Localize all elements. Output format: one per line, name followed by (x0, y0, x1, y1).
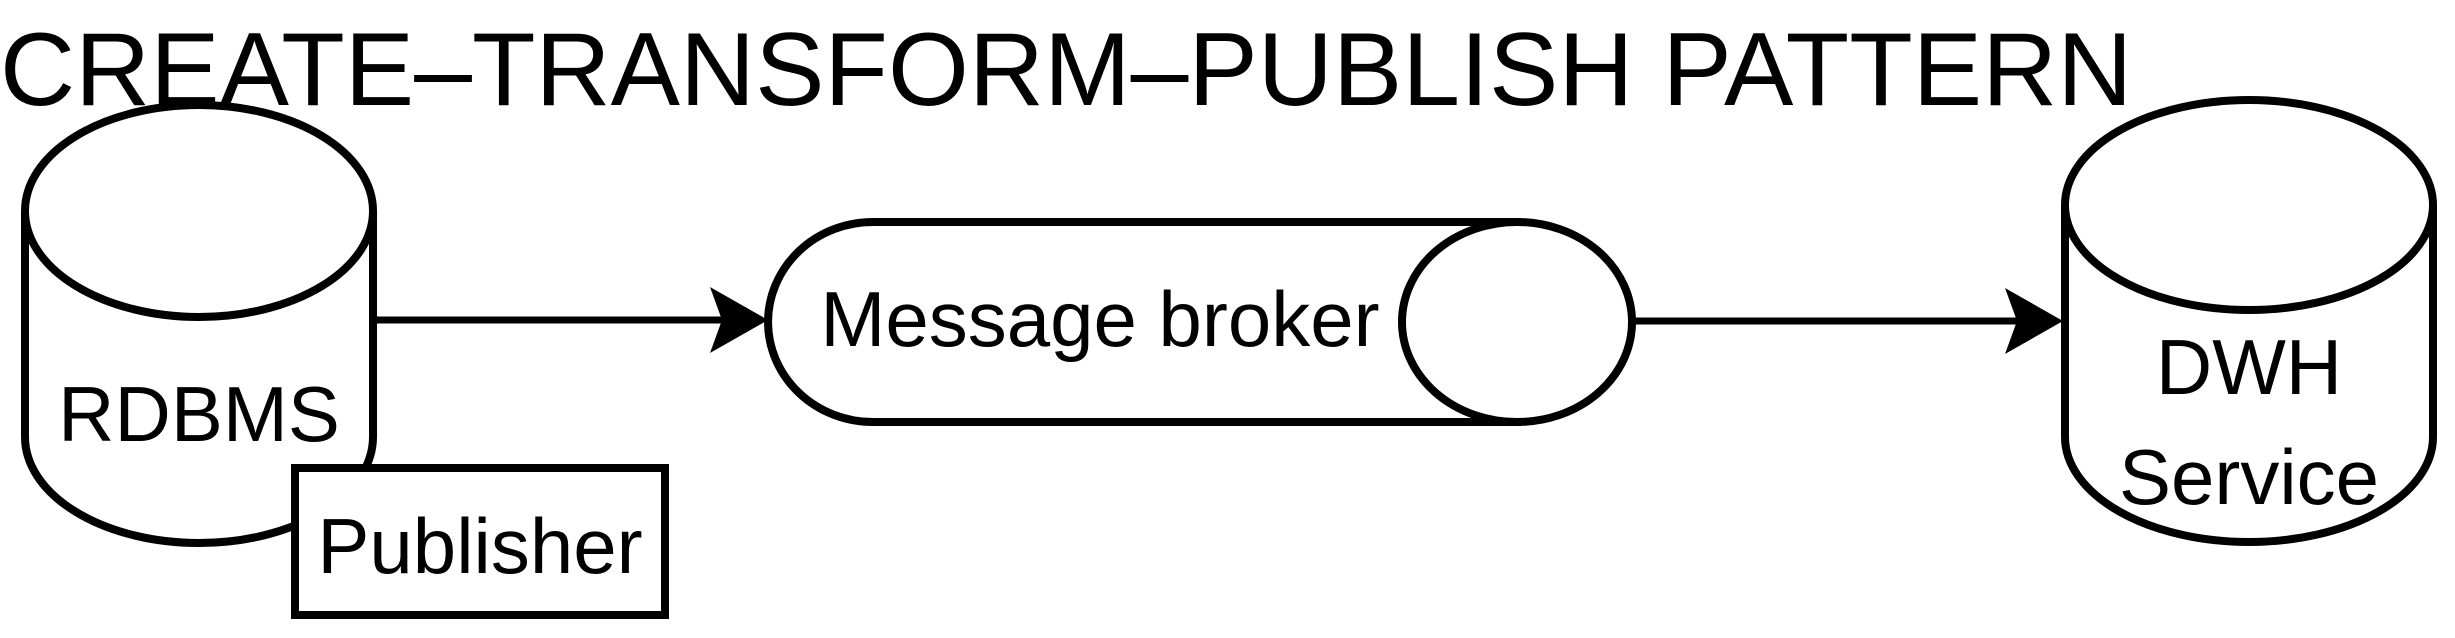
publisher-box (291, 464, 669, 619)
dwh-cylinder (2061, 96, 2437, 546)
arrow-broker-to-dwh (1632, 288, 2063, 354)
dwh-label-line1: DWH (2155, 323, 2343, 411)
diagram-title: CREATE–TRANSFORM–PUBLISH PATTERN (0, 12, 2133, 128)
rdbms-label: RDBMS (58, 370, 340, 458)
arrow-rdbms-to-broker (373, 287, 768, 353)
rdbms-cylinder (21, 101, 377, 547)
dwh-label-line2: Service (2118, 433, 2380, 521)
message-broker-label: Message broker (820, 275, 1380, 363)
publisher-label: Publisher (317, 502, 643, 590)
